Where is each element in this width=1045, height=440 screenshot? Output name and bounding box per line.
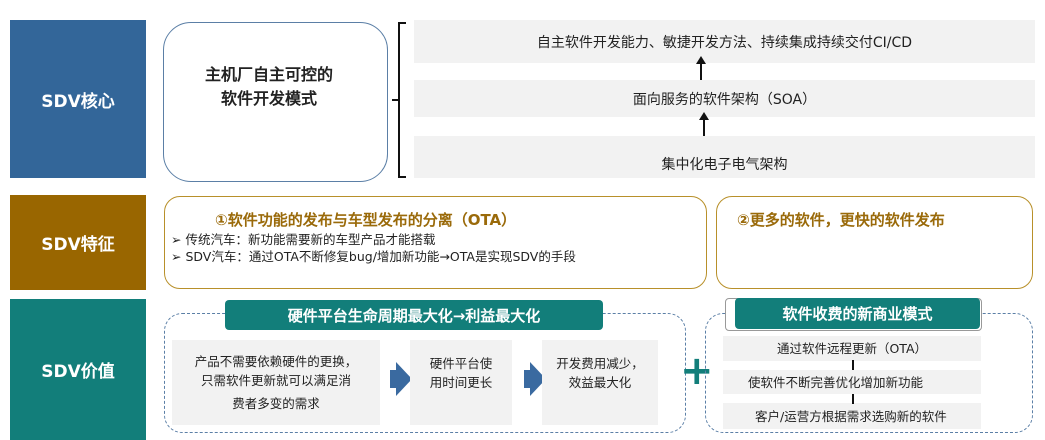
- layer-ee: 集中化电子电气架构: [414, 136, 1035, 178]
- row-label-core-text: SDV核心: [41, 91, 115, 112]
- bullet-traditional: ➢ 传统汽车：新功能需要新的车型产品才能搭载: [171, 232, 436, 247]
- step-lower-cost: 开发费用减少，效益最大化: [542, 340, 658, 425]
- feature-ota-title: ①软件功能的发布与车型发布的分离（OTA）: [215, 211, 517, 229]
- hardware-lifecycle-header: 硬件平台生命周期最大化→利益最大化: [225, 300, 603, 330]
- feature-more-software-box: ②更多的软件，更快的软件发布: [716, 196, 1033, 289]
- row-label-feature: SDV特征: [10, 195, 146, 290]
- row-label-feature-text: SDV特征: [41, 235, 115, 255]
- row-label-value-text: SDV价值: [41, 362, 115, 382]
- arrow-up-icon: [696, 56, 706, 80]
- step-no-hardware-change: 产品不需要依赖硬件的更换，只需软件更新就可以满足消费者多变的需求: [172, 340, 380, 425]
- arrow-down-icon: [852, 360, 854, 370]
- feature-ota-box: ①软件功能的发布与车型发布的分离（OTA） ➢ 传统汽车：新功能需要新的车型产品…: [164, 196, 707, 289]
- layer-cicd-text: 自主软件开发能力、敏捷开发方法、持续集成持续交付CI/CD: [536, 34, 913, 51]
- row-label-core: SDV核心: [10, 20, 146, 178]
- feature-more-software-title: ②更多的软件，更快的软件发布: [737, 211, 945, 229]
- business-model-header-text: 软件收费的新商业模式: [782, 305, 933, 323]
- dev-mode-line2: 软件开发模式: [220, 89, 317, 108]
- step-longer-platform-use: 硬件平台使用时间更长: [410, 340, 512, 425]
- dev-mode-line1: 主机厂自主可控的: [204, 65, 333, 84]
- bullet-sdv: ➢ SDV汽车：通过OTA不断修复bug/增加新功能→OTA是实现SDV的手段: [171, 249, 576, 264]
- arrow-down-icon: [852, 394, 854, 404]
- brace-tip: [392, 99, 398, 101]
- arrow-up-icon: [699, 112, 709, 136]
- layer-cicd: 自主软件开发能力、敏捷开发方法、持续集成持续交付CI/CD: [414, 20, 1035, 63]
- layer-ee-text: 集中化电子电气架构: [661, 157, 788, 173]
- brace: [398, 22, 406, 178]
- flow-customer-purchase: 客户/运营方根据需求选购新的软件: [723, 403, 981, 429]
- business-model-header: 软件收费的新商业模式: [735, 298, 980, 329]
- hardware-lifecycle-header-text: 硬件平台生命周期最大化→利益最大化: [287, 306, 541, 325]
- flow-ota-update: 通过软件远程更新（OTA）: [723, 336, 981, 361]
- arrow-right-icon: [390, 362, 412, 396]
- layer-soa-text: 面向服务的软件架构（SOA）: [632, 91, 817, 108]
- layer-soa: 面向服务的软件架构（SOA）: [414, 80, 1035, 117]
- dev-mode-box: 主机厂自主可控的 软件开发模式: [163, 22, 388, 182]
- row-label-value: SDV价值: [10, 299, 146, 440]
- flow-improve-software: 使软件不断完善优化增加新功能: [723, 370, 981, 394]
- plus-icon: +: [680, 348, 714, 394]
